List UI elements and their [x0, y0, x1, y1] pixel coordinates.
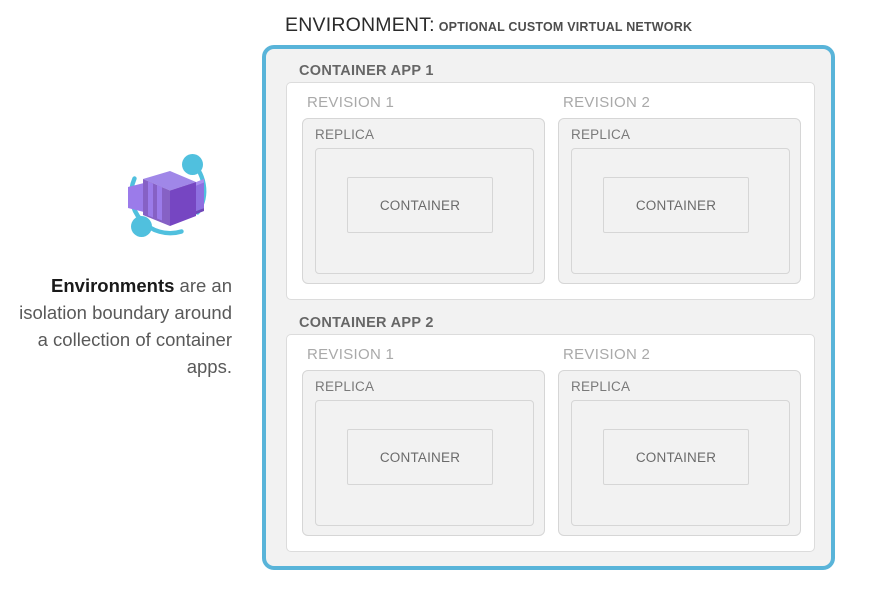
container-app-2-label: CONTAINER APP 2: [299, 315, 434, 331]
container-box: CONTAINER: [347, 429, 493, 485]
container-outer-frame: CONTAINER: [315, 400, 534, 526]
container-label: CONTAINER: [379, 449, 461, 465]
caption-rest: are an isolation boundary around a colle…: [19, 275, 232, 377]
container-outer-frame: CONTAINER: [571, 148, 790, 274]
environment-title-main: ENVIRONMENT:: [285, 14, 435, 36]
environment-title: ENVIRONMENT:OPTIONAL CUSTOM VIRTUAL NETW…: [285, 14, 693, 36]
revision-2-of-app-1: REVISION 2 REPLICA CONTAINER: [558, 95, 801, 284]
caption-strong: Environments: [51, 275, 175, 296]
container-outer-frame: CONTAINER: [315, 148, 534, 274]
container-label: CONTAINER: [635, 197, 717, 213]
container-app-1: REVISION 1 REPLICA CONTAINER REVISION 2 …: [286, 82, 815, 300]
caption-text: Environments are an isolation boundary a…: [10, 272, 232, 380]
container-app-2: REVISION 1 REPLICA CONTAINER REVISION 2 …: [286, 334, 815, 552]
azure-container-apps-logo-icon: [118, 146, 216, 246]
container-outer-frame: CONTAINER: [571, 400, 790, 526]
revision-1-of-app-2: REVISION 1 REPLICA CONTAINER: [302, 347, 545, 536]
replica-label: REPLICA: [571, 379, 631, 394]
replica-box: REPLICA CONTAINER: [558, 118, 801, 284]
revision-label: REVISION 2: [563, 346, 651, 363]
environment-title-sub: OPTIONAL CUSTOM VIRTUAL NETWORK: [438, 20, 693, 34]
container-label: CONTAINER: [635, 449, 717, 465]
revision-2-of-app-2: REVISION 2 REPLICA CONTAINER: [558, 347, 801, 536]
container-box: CONTAINER: [347, 177, 493, 233]
container-app-1-label: CONTAINER APP 1: [299, 63, 434, 79]
environment-boundary: CONTAINER APP 1 REVISION 1 REPLICA CONTA…: [262, 45, 835, 570]
replica-label: REPLICA: [315, 127, 375, 142]
revision-label: REVISION 2: [563, 94, 651, 111]
container-label: CONTAINER: [379, 197, 461, 213]
revision-label: REVISION 1: [307, 94, 395, 111]
revision-label: REVISION 1: [307, 346, 395, 363]
left-panel: Environments are an isolation boundary a…: [0, 0, 250, 593]
container-box: CONTAINER: [603, 429, 749, 485]
container-box: CONTAINER: [603, 177, 749, 233]
replica-label: REPLICA: [571, 127, 631, 142]
replica-label: REPLICA: [315, 379, 375, 394]
revision-1-of-app-1: REVISION 1 REPLICA CONTAINER: [302, 95, 545, 284]
replica-box: REPLICA CONTAINER: [558, 370, 801, 536]
replica-box: REPLICA CONTAINER: [302, 370, 545, 536]
replica-box: REPLICA CONTAINER: [302, 118, 545, 284]
